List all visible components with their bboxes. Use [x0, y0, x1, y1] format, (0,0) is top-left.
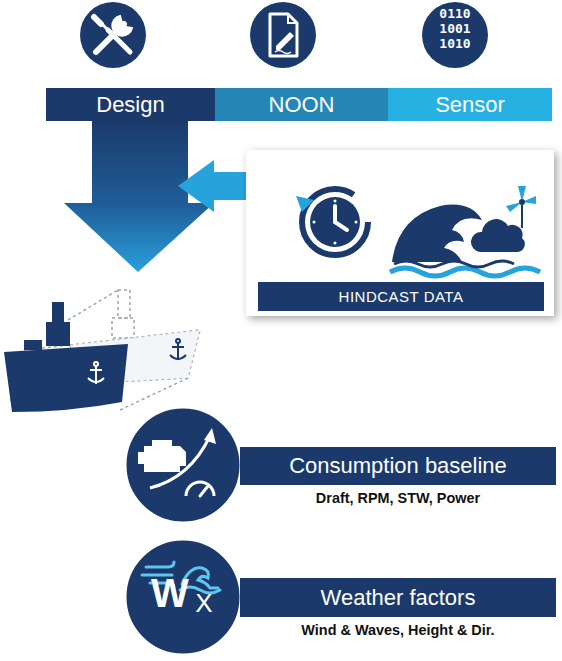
band-label: Design	[96, 92, 164, 118]
panel-title: HINDCAST DATA	[258, 282, 544, 311]
hindcast-panel	[246, 150, 554, 316]
clock-icon	[296, 189, 368, 255]
source-band: Design	[46, 88, 215, 121]
icon-letter: X	[195, 590, 212, 616]
detail-text: Draft, RPM, STW, Power	[240, 490, 556, 506]
binary-digits: 1001	[439, 22, 470, 35]
document-icon	[250, 2, 316, 68]
binary-digits: 1010	[439, 37, 470, 50]
source-band: NOON	[215, 88, 388, 121]
wind-wave-icon	[125, 539, 241, 655]
band-label: NOON	[269, 92, 335, 118]
engine-gauge-icon	[125, 407, 241, 523]
binary-digits: 0110	[439, 7, 470, 20]
band-label: Sensor	[435, 92, 505, 118]
detail-text: Wind & Waves, Height & Dir.	[240, 622, 556, 638]
icon-letter: W	[151, 573, 189, 613]
ship-illustration	[4, 290, 200, 412]
source-band: Sensor	[388, 88, 552, 121]
hindcast-panel: HINDCAST DATA	[246, 150, 554, 316]
band-label: Weather factors	[321, 585, 476, 611]
band-label: Consumption baseline	[289, 453, 507, 479]
flow-arrow	[64, 120, 214, 272]
weather-wave-icon	[390, 186, 540, 276]
output-band: Weather factorsWind & Waves, Height & Di…	[240, 578, 556, 617]
output-band: Consumption baselineDraft, RPM, STW, Pow…	[240, 447, 556, 485]
binary-icon	[422, 2, 488, 68]
tools-icon	[80, 2, 146, 68]
